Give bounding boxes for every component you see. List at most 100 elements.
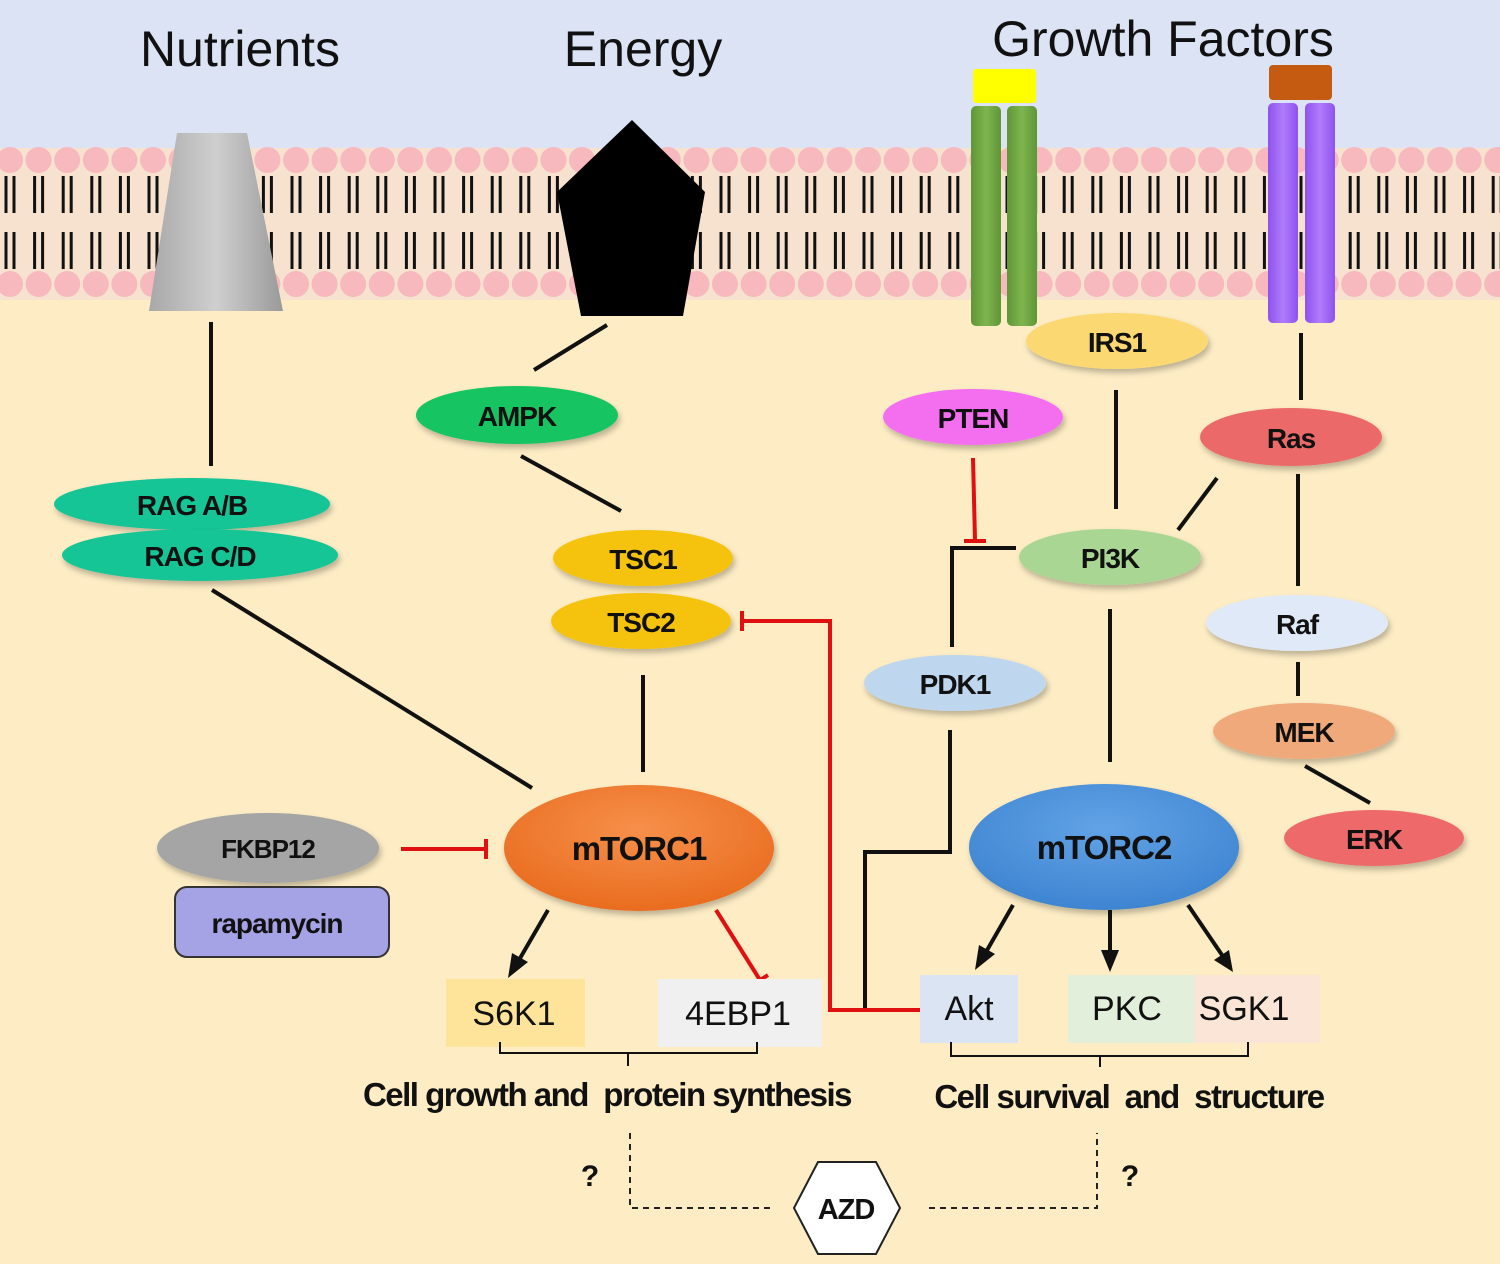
lipid-head bbox=[454, 271, 481, 297]
lipid-head bbox=[1112, 147, 1139, 173]
rag-cd-label: RAG C/D bbox=[144, 541, 256, 572]
lipid-head bbox=[340, 271, 367, 297]
lipid-head bbox=[1341, 271, 1368, 297]
lipid-head bbox=[368, 147, 395, 173]
lipid-head bbox=[712, 147, 738, 173]
pkc-box: PKC bbox=[1068, 975, 1195, 1043]
pi3k-node: PI3K bbox=[1019, 529, 1201, 585]
mek-node: MEK bbox=[1213, 703, 1395, 759]
raf-label: Raf bbox=[1276, 609, 1320, 640]
lipid-head bbox=[1226, 147, 1253, 173]
lipid-head bbox=[0, 147, 23, 173]
ampk-node: AMPK bbox=[416, 386, 618, 444]
lipid-head bbox=[912, 147, 939, 173]
lipid-head bbox=[483, 147, 510, 173]
lipid-head bbox=[340, 147, 367, 173]
rag-ab-node: RAG A/B bbox=[54, 478, 330, 530]
lipid-head bbox=[111, 271, 138, 297]
lipid-head bbox=[912, 271, 939, 297]
lipid-head bbox=[368, 271, 395, 297]
lipid-head bbox=[769, 147, 796, 173]
lipid-head bbox=[1055, 147, 1082, 173]
lipid-head bbox=[540, 271, 567, 297]
rag-ab-label: RAG A/B bbox=[137, 490, 247, 521]
lipid-head bbox=[82, 271, 109, 297]
rag-cd-node: RAG C/D bbox=[62, 529, 338, 581]
s6k1-box: S6K1 bbox=[446, 979, 585, 1047]
lipid-head bbox=[397, 147, 424, 173]
lipid-heads-bottom bbox=[0, 271, 1500, 297]
lipid-head bbox=[855, 147, 881, 173]
lipid-head bbox=[1427, 147, 1453, 173]
rapamycin-label: rapamycin bbox=[211, 908, 342, 939]
lipid-head bbox=[1141, 147, 1167, 173]
tsc1-label: TSC1 bbox=[609, 544, 677, 575]
unknown-right-mark: ? bbox=[1121, 1160, 1139, 1193]
lipid-head bbox=[1141, 271, 1167, 297]
lipid-head bbox=[1369, 147, 1396, 173]
lipid-head bbox=[769, 271, 796, 297]
lipid-head bbox=[1455, 147, 1482, 173]
mtorc1-complex: mTORC1 bbox=[504, 785, 774, 911]
ampk-label: AMPK bbox=[478, 401, 557, 432]
mtorc2-label: mTORC2 bbox=[1037, 829, 1172, 866]
lipid-head bbox=[54, 147, 81, 173]
lipid-head bbox=[883, 271, 910, 297]
lipid-head bbox=[140, 147, 166, 173]
irs1-label: IRS1 bbox=[1088, 327, 1147, 358]
energy-title: Energy bbox=[564, 21, 722, 77]
lipid-head bbox=[283, 147, 309, 173]
survival-brace bbox=[950, 1042, 1249, 1067]
lipid-head bbox=[1398, 147, 1425, 173]
lipid-head bbox=[283, 271, 309, 297]
growth-factor-receptor-1 bbox=[971, 69, 1037, 326]
lipid-head bbox=[1169, 271, 1196, 297]
lipid-head bbox=[826, 147, 853, 173]
lipid-head bbox=[1055, 271, 1082, 297]
lipid-head bbox=[1427, 271, 1453, 297]
erk-node: ERK bbox=[1284, 810, 1464, 866]
tsc2-node: TSC2 bbox=[551, 593, 731, 649]
pten-label: PTEN bbox=[938, 403, 1009, 434]
lipid-head bbox=[1169, 147, 1196, 173]
lipid-head bbox=[826, 271, 853, 297]
lipid-head bbox=[1484, 147, 1500, 173]
pten-node: PTEN bbox=[883, 389, 1063, 445]
lipid-head bbox=[1369, 271, 1396, 297]
tsc2-label: TSC2 bbox=[607, 607, 675, 638]
lipid-head bbox=[940, 147, 967, 173]
lipid-head bbox=[311, 147, 338, 173]
fkbp12-label: FKBP12 bbox=[221, 834, 315, 864]
mtorc2-complex: mTORC2 bbox=[969, 784, 1239, 910]
4ebp1-box: 4EBP1 bbox=[658, 979, 822, 1047]
pkc-label: PKC bbox=[1092, 990, 1162, 1028]
mtorc1-label: mTORC1 bbox=[572, 830, 707, 867]
lipid-head bbox=[855, 271, 881, 297]
lipid-head bbox=[1198, 147, 1225, 173]
rapamycin-node: rapamycin bbox=[174, 886, 390, 958]
lipid-head bbox=[1455, 271, 1482, 297]
tsc1-node: TSC1 bbox=[553, 530, 733, 586]
lipid-head bbox=[25, 271, 52, 297]
growth-factors-title: Growth Factors bbox=[992, 11, 1334, 67]
lipid-head bbox=[483, 271, 510, 297]
lipid-head bbox=[797, 271, 824, 297]
erk-label: ERK bbox=[1346, 824, 1403, 855]
sgk1-box: SGK1 bbox=[1195, 975, 1320, 1043]
lipid-head bbox=[683, 271, 710, 297]
pdk1-node: PDK1 bbox=[864, 655, 1046, 711]
lipid-head bbox=[54, 271, 81, 297]
lipid-head bbox=[1398, 271, 1425, 297]
lipid-head bbox=[111, 147, 138, 173]
energy-sensor bbox=[557, 120, 705, 316]
lipid-head bbox=[940, 271, 967, 297]
pi3k-label: PI3K bbox=[1081, 543, 1140, 574]
raf-node: Raf bbox=[1206, 595, 1388, 651]
lipid-head bbox=[797, 147, 824, 173]
lipid-head bbox=[1083, 147, 1110, 173]
growth-outcome-label: Cell growth and protein synthesis bbox=[363, 1076, 851, 1113]
mek-label: MEK bbox=[1274, 717, 1334, 748]
unknown-left-mark: ? bbox=[581, 1160, 599, 1193]
irs1-node: IRS1 bbox=[1026, 313, 1208, 369]
